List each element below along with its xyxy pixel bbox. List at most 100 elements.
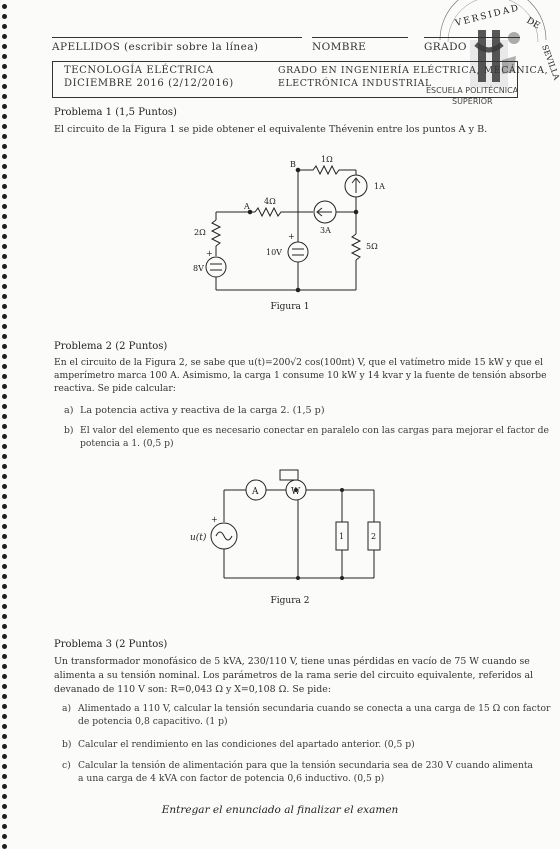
- problem-3-text-2: alimenta a su tensión nominal. Los parám…: [54, 670, 534, 681]
- binding-dot: [2, 444, 7, 449]
- problem-1-title: Problema 1 (1,5 Puntos): [54, 107, 177, 118]
- footer-note: Entregar el enunciado al finalizar el ex…: [161, 804, 399, 816]
- binding-dot: [2, 644, 7, 649]
- voltage-source-8v: [205, 256, 227, 278]
- binding-dot: [2, 384, 7, 389]
- binding-dot: [2, 594, 7, 599]
- label-a: A: [243, 202, 250, 211]
- binding-dot: [2, 414, 7, 419]
- binding-dot: [2, 474, 7, 479]
- binding-dot: [2, 454, 7, 459]
- binding-dot: [2, 724, 7, 729]
- binding-dot: [2, 314, 7, 319]
- binding-dot: [2, 234, 7, 239]
- binding-dot: [2, 584, 7, 589]
- binding-dot: [2, 574, 7, 579]
- binding-dot: [2, 404, 7, 409]
- binding-dot: [2, 394, 7, 399]
- binding-dot: [2, 484, 7, 489]
- school-line-2: SUPERIOR: [452, 97, 493, 106]
- problem-3-title: Problema 3 (2 Puntos): [54, 639, 168, 650]
- grade-line[interactable]: [424, 37, 520, 38]
- label-8v: 8V: [193, 264, 204, 273]
- label-1a: 1A: [374, 182, 385, 191]
- resistor-1ohm: [298, 164, 356, 176]
- binding-dot: [2, 184, 7, 189]
- binding-dot: [2, 354, 7, 359]
- label-4ohm: 4Ω: [264, 197, 276, 206]
- problem-3-text-1: Un transformador monofásico de 5 kVA, 23…: [54, 656, 530, 667]
- resistor-5ohm: [350, 233, 362, 261]
- binding-dot: [2, 524, 7, 529]
- binding-dot: [2, 134, 7, 139]
- binding-dot: [2, 434, 7, 439]
- problem-2-title: Problema 2 (2 Puntos): [54, 341, 168, 352]
- figure-1-circuit: 1Ω B 1A 4Ω A 3A 2Ω 5Ω 10V + 8V +: [193, 155, 385, 293]
- binding-dot: [2, 794, 7, 799]
- binding-dot: [2, 114, 7, 119]
- binding-dot: [2, 14, 7, 19]
- name-label: NOMBRE: [312, 41, 367, 53]
- binding-dot: [2, 534, 7, 539]
- name-line[interactable]: [312, 37, 408, 38]
- label-1ohm: 1Ω: [321, 155, 333, 164]
- binding-dot: [2, 344, 7, 349]
- header-box: [52, 61, 518, 98]
- binding-dot: [2, 44, 7, 49]
- binding-dot: [2, 774, 7, 779]
- binding-dot: [2, 424, 7, 429]
- svg-text:VERSIDAD: VERSIDAD: [453, 3, 521, 29]
- binding-dot: [2, 754, 7, 759]
- binding-dot: [2, 74, 7, 79]
- binding-dot: [2, 764, 7, 769]
- problem-2-item-b: b)El valor del elemento que es necesario…: [64, 425, 549, 450]
- problem-2-text-3: reactiva. Se pide calcular:: [54, 383, 176, 394]
- binding-dot: [2, 824, 7, 829]
- degree-line-1: GRADO EN INGENIERÍA ELÉCTRICA, MECÁNICA,: [278, 65, 549, 76]
- degree-line-2: ELECTRÓNICA INDUSTRIAL: [278, 78, 432, 89]
- binding-dot: [2, 54, 7, 59]
- wattmeter-label: W: [291, 487, 301, 497]
- binding-dot: [2, 504, 7, 509]
- binding-dot: [2, 654, 7, 659]
- label-plus-10v: +: [288, 232, 295, 241]
- binding-dot: [2, 124, 7, 129]
- grade-label: GRADO: [424, 41, 467, 53]
- binding-dot: [2, 514, 7, 519]
- binding-dot: [2, 814, 7, 819]
- exam-date: DICIEMBRE 2016 (2/12/2016): [64, 78, 234, 89]
- binding-dot: [2, 544, 7, 549]
- binding-dot: [2, 734, 7, 739]
- surname-line[interactable]: [52, 37, 302, 38]
- problem-1-text: El circuito de la Figura 1 se pide obten…: [54, 124, 488, 135]
- svg-text:DE: DE: [525, 16, 542, 32]
- binding-dot: [2, 174, 7, 179]
- binding-dot: [2, 674, 7, 679]
- binding-dot: [2, 334, 7, 339]
- resistor-2ohm: [210, 219, 222, 247]
- binding-dot: [2, 564, 7, 569]
- binding-dot: [2, 604, 7, 609]
- label-3a: 3A: [320, 226, 331, 235]
- binding-dot: [2, 694, 7, 699]
- binding-dot: [2, 364, 7, 369]
- binding-dot: [2, 94, 7, 99]
- binding-dot: [2, 614, 7, 619]
- label-5ohm: 5Ω: [366, 242, 378, 251]
- problem-2-text-1: En el circuito de la Figura 2, se sabe q…: [54, 357, 544, 368]
- binding-dot: [2, 834, 7, 839]
- load-1-label: 1: [339, 532, 344, 541]
- problem-2-item-a: a)La potencia activa y reactiva de la ca…: [64, 405, 325, 416]
- binding-dot: [2, 264, 7, 269]
- binding-dot: [2, 714, 7, 719]
- resistor-4ohm: [254, 206, 284, 218]
- problem-3-item-a: a)Alimentado a 110 V, calcular la tensió…: [62, 703, 551, 728]
- binding-dot: [2, 144, 7, 149]
- figure-2-caption: Figura 2: [270, 596, 310, 606]
- binding-dot: [2, 214, 7, 219]
- voltage-source-10v: [287, 241, 309, 263]
- problem-3-text-3: devanado de 110 V son: R=0,043 Ω y X=0,1…: [54, 684, 331, 695]
- problem-3-item-b: b)Calcular el rendimiento en las condici…: [62, 739, 415, 750]
- binding-dot: [2, 304, 7, 309]
- binding-dot: [2, 294, 7, 299]
